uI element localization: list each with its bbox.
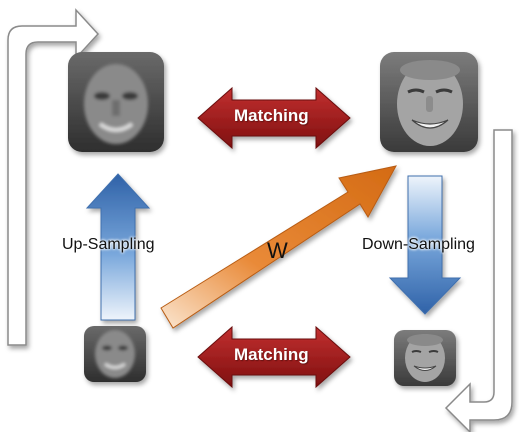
- cycle-arrow-down-left: [476, 130, 494, 416]
- cycle-arrow-up-right: [7, 8, 100, 346]
- down-sampling-arrow: [388, 175, 462, 315]
- cycle-arrow-down-left-shape: [444, 129, 513, 432]
- face-image-top-right: [380, 52, 478, 152]
- w-arrow: [160, 165, 397, 329]
- matching-arrow-bottom: [197, 325, 351, 389]
- matching-label-top: Matching: [234, 106, 309, 125]
- w-label: W: [267, 238, 288, 263]
- matching-arrow-top: [197, 86, 351, 150]
- up-sampling-label: Up-Sampling: [62, 236, 155, 253]
- down-sampling-label: Down-Sampling: [362, 236, 475, 253]
- up-sampling-arrow: [85, 173, 151, 321]
- face-image-bottom-left: [84, 326, 146, 382]
- face-image-bottom-right: [394, 330, 456, 386]
- matching-label-bottom: Matching: [234, 345, 309, 364]
- face-image-top-left: [68, 52, 164, 152]
